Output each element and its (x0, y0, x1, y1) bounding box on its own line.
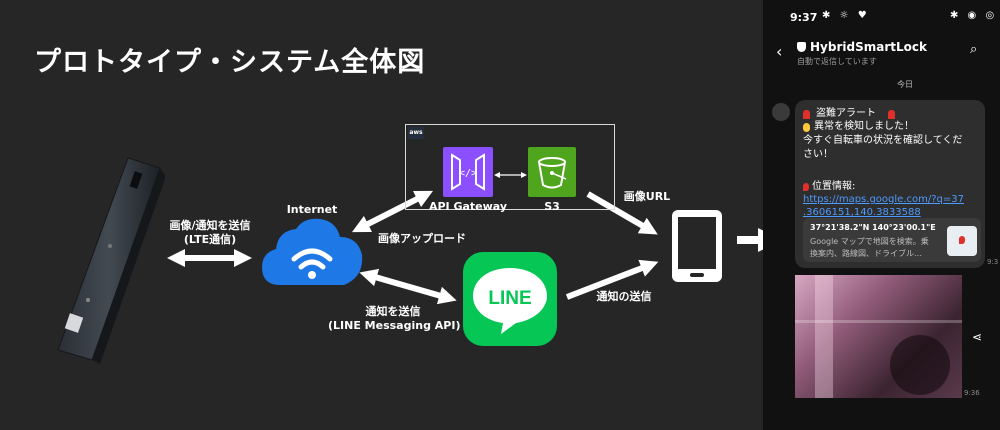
image-url-label: 画像URL (623, 190, 671, 203)
status-right-icons: ✱ ◉ ◎ (950, 10, 998, 21)
arrow-internet-line (359, 268, 457, 305)
aws-logo: aws (408, 127, 424, 139)
card-desc-2: 換案内、路線図、ドライブル… (810, 249, 922, 258)
bot-avatar (772, 103, 790, 121)
msg-line-5: 位置情報: (812, 181, 856, 192)
maps-link-2[interactable]: .3606151,140.3833588 (803, 207, 921, 218)
notify-send-label: 通知の送信 (596, 290, 652, 303)
lock-device-image (57, 157, 165, 364)
msg-line-2: 異常を検知しました！ (814, 121, 914, 132)
photo-time: 9:36 (964, 389, 980, 397)
share-icon[interactable]: ⋖ (972, 330, 983, 344)
siren-icon-2 (888, 110, 895, 119)
api-gateway-label: API Gateway (428, 200, 508, 213)
cloud-wifi-icon (262, 218, 363, 285)
notify-label-1: 通知を送信 (365, 305, 421, 318)
status-time: 9:37 (790, 11, 818, 24)
msg-time: 9:3 (987, 258, 999, 266)
back-icon[interactable]: ‹ (776, 42, 783, 61)
device-link-label-2: (LTE通信) (183, 233, 237, 246)
msg-line-1: 盗難アラート (816, 108, 876, 119)
shield-icon (797, 42, 806, 52)
date-separator: 今日 (897, 80, 913, 89)
aws-container (405, 124, 615, 210)
bulb-icon (803, 123, 810, 132)
search-icon[interactable]: ⌕ (970, 42, 978, 57)
arrow-aws-phone (586, 191, 658, 235)
slide-title: プロトタイプ・システム全体図 (34, 47, 426, 78)
status-icons: ✱ ☼ ♥ (822, 10, 870, 21)
arrow-line-phone (565, 259, 659, 300)
line-app-icon: LINE (463, 252, 557, 346)
map-thumbnail (947, 226, 977, 256)
msg-line-4: さい！ (803, 149, 833, 160)
api-gateway-icon: </> (443, 147, 493, 197)
notify-label-2: (LINE Messaging API) (328, 319, 461, 332)
internet-label: Internet (286, 203, 338, 216)
line-app-text: LINE (488, 288, 531, 309)
chat-subtitle: 自動で返信しています (797, 57, 877, 66)
svg-text:</>: </> (459, 168, 477, 179)
msg-line-3: 今すぐ自転車の状況を確認してくだ (803, 135, 963, 146)
maps-link-1[interactable]: https://maps.google.com/?q=37 (803, 194, 964, 205)
arrow-internet-aws (351, 190, 434, 233)
device-link-label-1: 画像/通知を送信 (169, 219, 251, 232)
card-desc-1: Google マップで地図を検索。乗 (810, 237, 929, 246)
captured-photo[interactable] (795, 275, 962, 398)
upload-label: 画像アップロード (378, 232, 466, 245)
pin-icon (803, 183, 809, 191)
siren-icon (803, 110, 810, 119)
smartphone-icon (672, 210, 722, 282)
s3-label: S3 (544, 200, 560, 213)
card-coords: 37°21'38.2"N 140°23'00.1"E (810, 223, 936, 232)
s3-bucket-icon (528, 147, 576, 197)
chat-name: HybridSmartLock (810, 40, 927, 54)
